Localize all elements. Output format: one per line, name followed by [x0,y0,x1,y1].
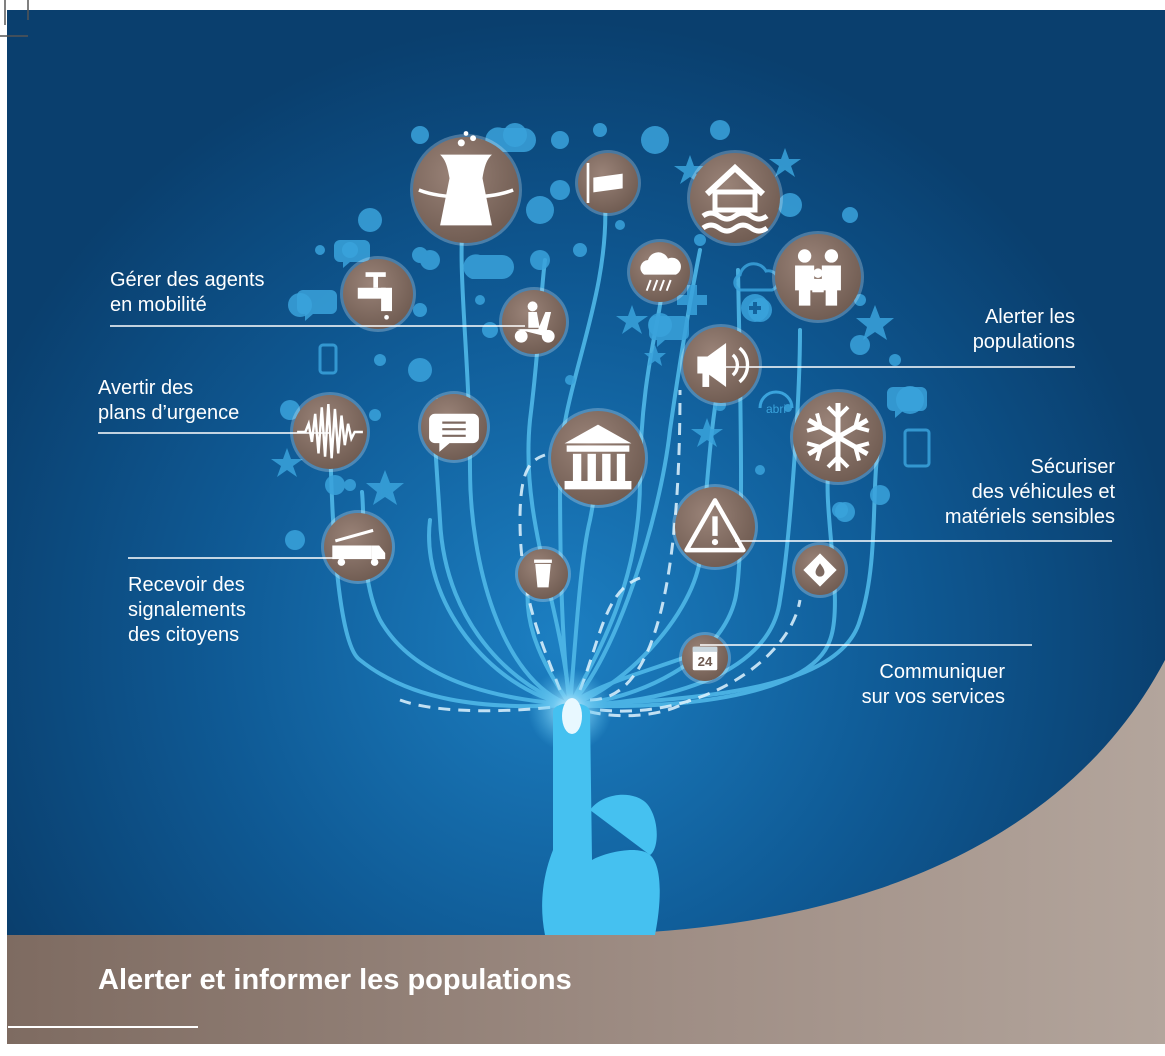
city-hall-icon [548,408,648,508]
banner-title: Alerter et informer les populations [98,964,572,996]
megaphone-icon [680,324,762,406]
water-tap-icon [340,256,416,332]
label-communiquer-services: Communiquer sur vos services [861,661,1005,708]
chat-bubble-icon [418,391,490,463]
trash-bin-icon [515,546,571,602]
scooter-icon [499,287,569,357]
seismic-wave-icon [290,392,370,472]
label-avertir-plans: Avertir des plans d’urgence [98,377,240,424]
abri-badge: abri [758,390,794,416]
label-gerer-agents: Gérer des agents en mobilité [110,269,265,316]
label-securiser-vehicules: Sécuriser des véhicules et matériels sen… [944,456,1115,528]
rain-cloud-icon [627,239,693,305]
svg-text:24: 24 [698,654,713,669]
label-alerter-populations: Alerter les populations [972,306,1075,353]
label-recevoir-signalements: Recevoir des signalements des citoyens [128,574,246,646]
flood-house-icon [687,150,783,246]
warning-icon [672,484,758,570]
calendar-icon: 24 [679,632,731,684]
fire-truck-icon [321,510,395,584]
connector-lines [98,325,1112,646]
banner-underline [8,1026,198,1028]
hazard-icon [792,542,848,598]
snowflake-icon [790,389,886,485]
svg-text:abri: abri [766,402,786,416]
power-plant-icon [410,131,522,246]
windsock-icon [575,150,641,216]
pointing-hand-icon [528,668,660,935]
family-icon [772,231,864,323]
bottom-banner [7,660,1165,1056]
